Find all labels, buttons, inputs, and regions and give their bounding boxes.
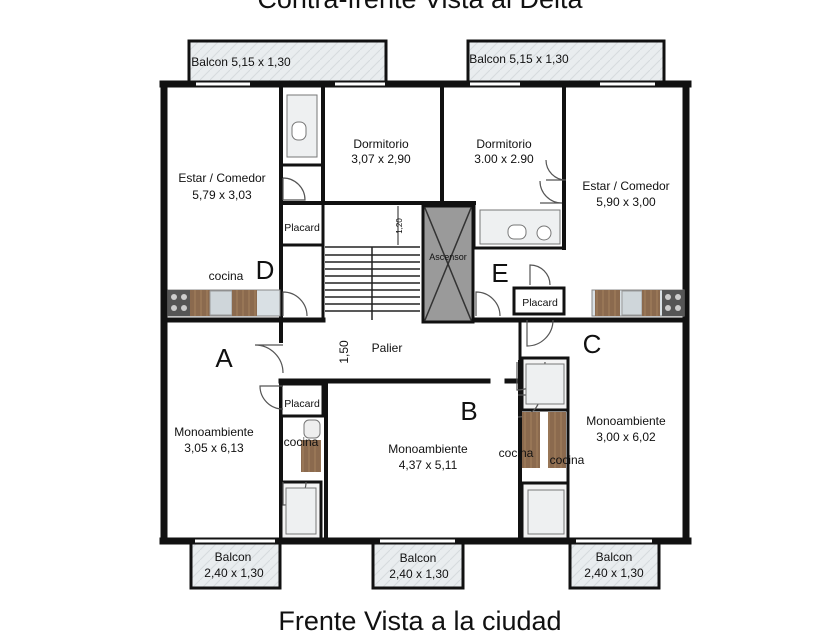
svg-text:Balcon 5,15 x 1,30: Balcon 5,15 x 1,30	[469, 52, 569, 66]
unit-letters: A B C D E	[215, 255, 601, 426]
placard-a-label: Placard	[284, 398, 320, 410]
cocina-d-label: cocina	[209, 269, 244, 283]
cocina-c-label: cocina	[550, 453, 585, 467]
balcony-bottom-a	[189, 538, 282, 590]
kitchen-labels: cocina cocina cocina cocina	[209, 269, 585, 467]
staircase	[325, 206, 420, 320]
balcon-a-name: Balcon	[215, 550, 252, 564]
dormitorio-d-size: 3,07 x 2,90	[351, 152, 411, 166]
ascensor-label: Ascensor	[429, 252, 467, 262]
balcon-c-size: 2,40 x 1,30	[584, 566, 644, 580]
cocina-b-label: cocina	[499, 446, 534, 460]
palier-label: Palier	[372, 341, 403, 355]
title-contra-frente: Contra-frente Vista al Delta	[0, 0, 840, 15]
balcon-tl-size: 5,15 x 1,30	[231, 55, 291, 69]
unit-a-letter: A	[215, 343, 233, 373]
small-labels: Placard Placard Placard Ascensor	[284, 222, 558, 410]
balcon-c-name: Balcon	[596, 550, 633, 564]
estar-e-name: Estar / Comedor	[582, 179, 669, 193]
mono-b-name: Monoambiente	[388, 442, 468, 456]
unit-b-letter: B	[460, 396, 477, 426]
balcon-b-size: 2,40 x 1,30	[389, 567, 449, 581]
unit-c-letter: C	[583, 329, 602, 359]
placard-d-label: Placard	[284, 222, 320, 234]
dormitorio-e-name: Dormitorio	[476, 137, 532, 151]
unit-d-letter: D	[256, 255, 275, 285]
balcony-bottom-c	[568, 538, 661, 590]
mono-a-size: 3,05 x 6,13	[184, 441, 244, 455]
mono-c-name: Monoambiente	[586, 414, 666, 428]
estar-e-size: 5,90 x 3,00	[596, 195, 656, 209]
mono-a-name: Monoambiente	[174, 425, 254, 439]
bath-fixtures	[285, 94, 565, 535]
estar-d-name: Estar / Comedor	[178, 171, 265, 185]
balcon-tl-name: Balcon	[191, 55, 228, 69]
balcony-bottom-b	[371, 538, 465, 590]
balcony-top-left	[187, 39, 388, 85]
palier-dimension: 1,50	[337, 340, 351, 364]
dormitorio-e-size: 3.00 x 2.90	[474, 152, 534, 166]
cocina-a-label: cocina	[284, 435, 319, 449]
svg-text:Balcon 5,15 x 1,30: Balcon 5,15 x 1,30	[191, 55, 291, 69]
dormitorio-d-name: Dormitorio	[353, 137, 409, 151]
mono-b-size: 4,37 x 5,11	[399, 458, 458, 472]
balcon-tr-size: 5,15 x 1,30	[509, 52, 569, 66]
room-labels: Balcon 5,15 x 1,30 Balcon 5,15 x 1,30 Do…	[174, 52, 669, 581]
estar-d-size: 5,79 x 3,03	[192, 188, 252, 202]
balcon-b-name: Balcon	[400, 551, 437, 565]
placard-e-label: Placard	[522, 297, 558, 309]
unit-e-letter: E	[491, 258, 508, 288]
window-marks	[195, 82, 655, 543]
balcon-a-size: 2,40 x 1,30	[204, 566, 264, 580]
stair-dimension: 1,20	[395, 218, 404, 234]
balcon-tr-name: Balcon	[469, 52, 506, 66]
kitchen-counters	[167, 289, 685, 472]
title-frente: Frente Vista a la ciudad	[278, 606, 562, 636]
mono-c-size: 3,00 x 6,02	[596, 430, 656, 444]
